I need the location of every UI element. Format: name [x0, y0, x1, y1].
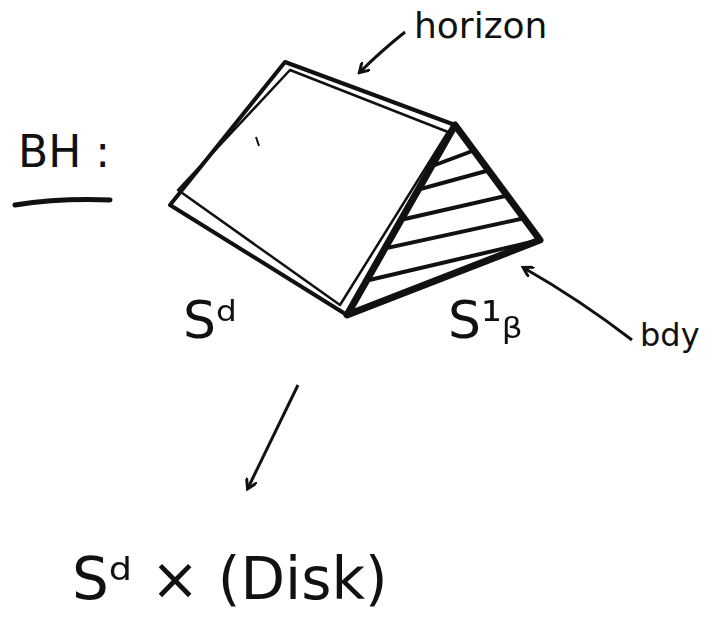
- sphere-label: Sᵈ: [183, 292, 237, 349]
- circle-label: S¹ᵦ: [448, 292, 523, 349]
- tick-mark: [256, 137, 259, 146]
- down-arrow: [248, 385, 298, 488]
- boundary-triangle: [347, 125, 540, 315]
- leader-line: [360, 32, 405, 72]
- title-label: BH :: [18, 128, 110, 176]
- boundary-label: bdy: [640, 318, 700, 353]
- underline: [15, 200, 110, 205]
- product-label: Sᵈ × (Disk): [72, 548, 388, 612]
- horizon-label: horizon: [414, 6, 547, 46]
- leader-line: [524, 268, 632, 340]
- horizon-face: [170, 62, 455, 315]
